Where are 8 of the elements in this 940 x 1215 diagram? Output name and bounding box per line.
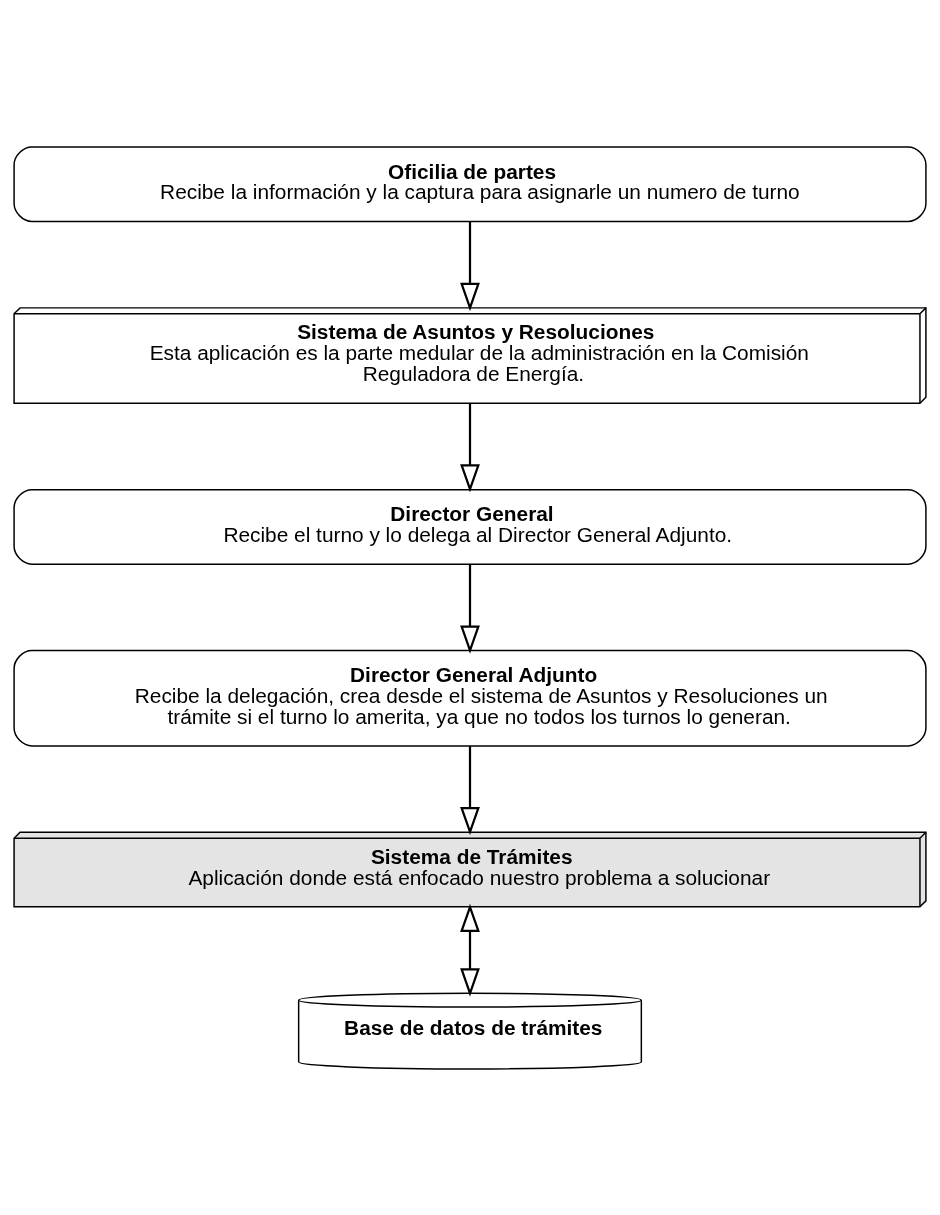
node-box: Director General Adjunto Recibe la delegación, crea desde el sistema de Asuntos y Resoluciones un trámite si el turno lo amerita, ya que no todos los turnos lo generan. [13,649,927,747]
arrow [460,903,480,997]
node-box: Director General Recibe el turno y lo delega al Director General Adjunto. [13,488,927,565]
node-box: Oficilia de partes Recibe la información y la captura para asignarle un numero de turno [13,145,927,222]
arrow [460,745,480,835]
arrow [460,564,480,654]
arrow [460,403,480,493]
arrow [460,221,480,311]
